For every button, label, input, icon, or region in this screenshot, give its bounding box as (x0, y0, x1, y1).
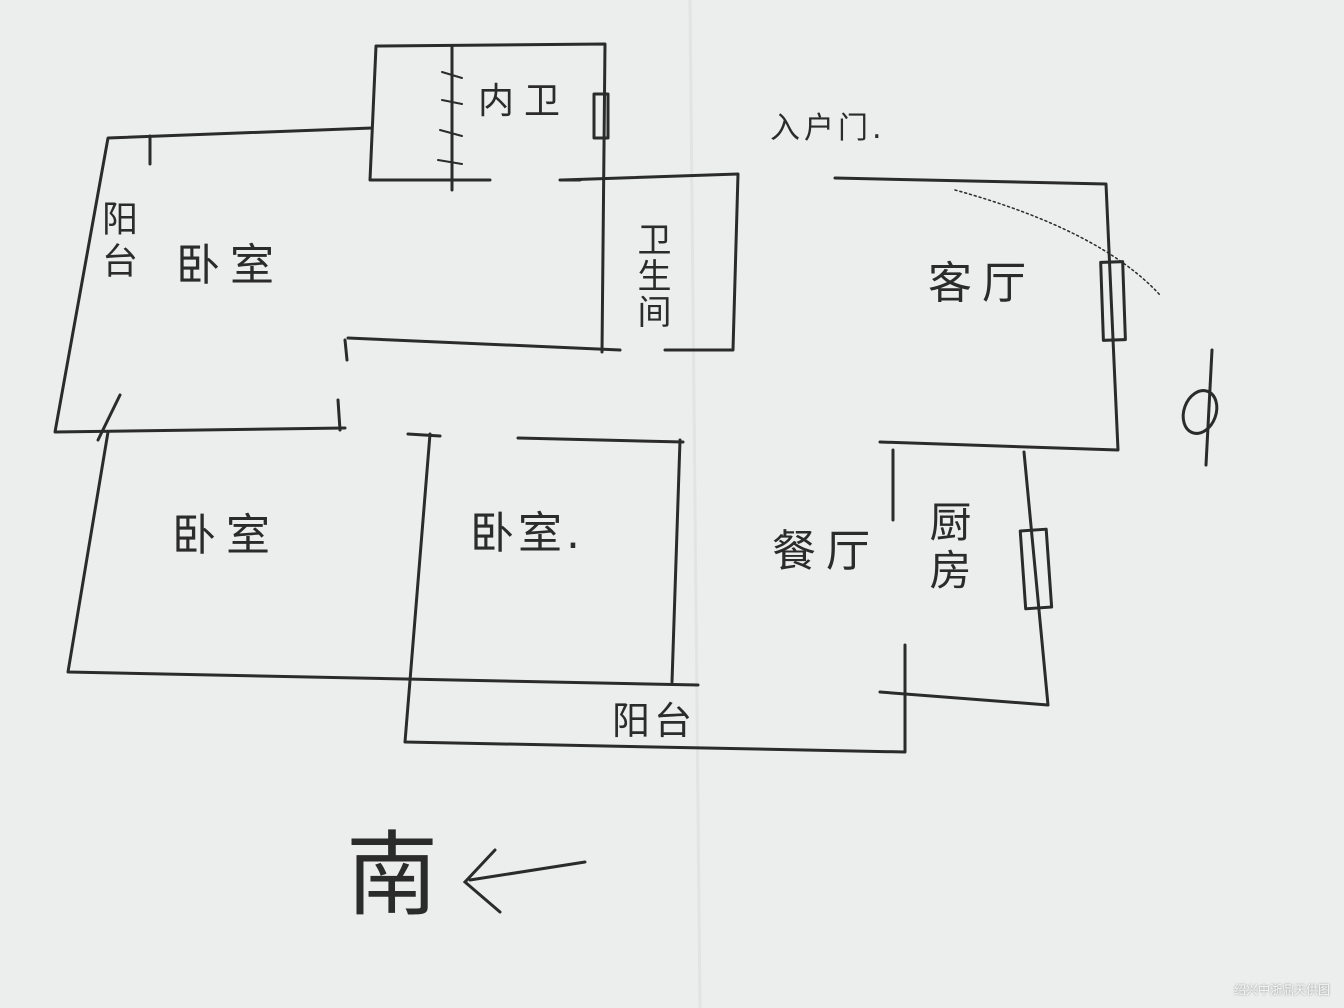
wall-stub-2 (148, 134, 582, 182)
wall-bathroom (560, 172, 740, 352)
label-dining-room: 餐厅 (772, 526, 880, 577)
label-bathroom: 卫生间 (631, 222, 671, 330)
window-inner-bath (592, 92, 610, 140)
wall-kitchen (878, 448, 1050, 707)
compass-symbol (462, 348, 1219, 914)
wall-middle (516, 436, 685, 444)
watermark-credit: 绍兴中浙鼎天供图 (1233, 983, 1330, 997)
wall-stub-1 (336, 338, 349, 432)
label-middle-bedroom: 卧室. (470, 508, 584, 559)
door-swing-arc (954, 189, 1161, 296)
wall-living-room (833, 176, 1120, 452)
label-entrance-door: 入户门. (770, 111, 886, 146)
label-kitchen: 厨房 (923, 500, 972, 596)
wall-master-bedroom (53, 126, 622, 434)
label-left-bedroom: 卧室 (172, 510, 280, 561)
label-living-room: 客厅 (928, 258, 1036, 309)
compass-arrow-line (468, 860, 587, 882)
label-balcony-south: 阳台 (612, 699, 697, 743)
window-living-room (1099, 260, 1127, 342)
label-balcony-west: 阳台 (96, 200, 137, 284)
compass-circle (1181, 389, 1219, 435)
wall-middle-bedroom (403, 432, 907, 754)
window-kitchen (1018, 527, 1054, 611)
paper-fold (688, 0, 702, 1008)
ticks-inner-bath (437, 71, 463, 165)
compass-axis (1204, 348, 1214, 467)
compass-arrow-head (462, 848, 502, 914)
label-compass-south: 南 (346, 822, 439, 929)
label-inner-bath: 内卫 (478, 81, 571, 122)
label-master-bedroom: 卧室 (176, 240, 284, 291)
floor-plan-walls (53, 42, 1161, 754)
wall-left-bedroom (66, 393, 700, 687)
